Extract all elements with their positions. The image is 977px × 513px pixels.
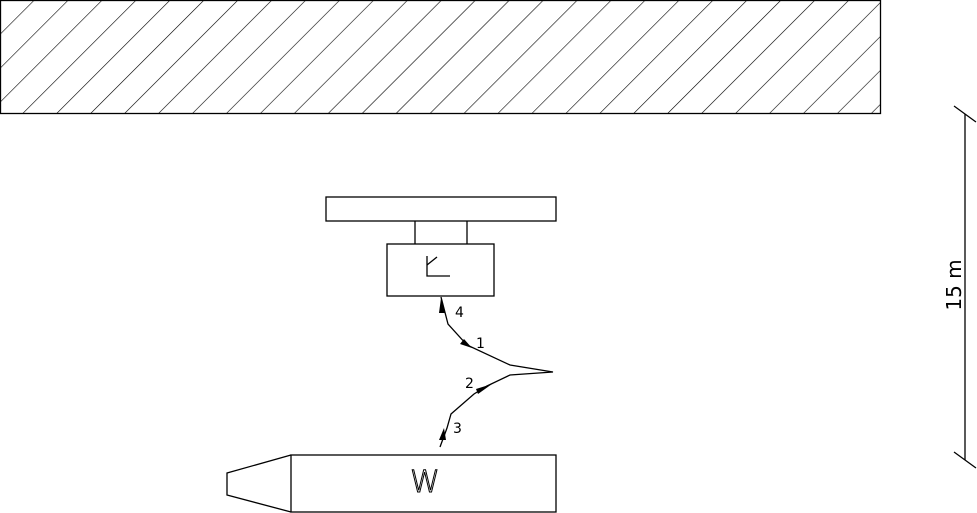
scale-label: 15 m: [942, 259, 966, 310]
vessel-hull: [290, 454, 557, 513]
maneuver-path: [439, 296, 554, 448]
path-label-4: 4: [455, 305, 464, 321]
arrow-icon-2: [476, 384, 492, 394]
path-label-3: 3: [453, 421, 462, 437]
arrow-icon-3: [439, 428, 446, 440]
arrow-icon-4: [439, 298, 445, 313]
berth-symbol: [426, 256, 438, 266]
path-label-2: 2: [465, 376, 474, 392]
target-berth-box: [386, 243, 495, 297]
vessel-bow: [226, 454, 292, 513]
hatched-quay-wall: [0, 0, 882, 115]
berth-structure: [325, 196, 557, 297]
scale-dimension: 15 m: [942, 105, 977, 469]
path-label-1: 1: [476, 336, 485, 352]
dimension-tick-bottom: [953, 451, 977, 469]
vessel: W: [226, 454, 557, 513]
berth-symbol-corner: [426, 256, 450, 277]
pier-bar: [325, 196, 557, 222]
vessel-label: W: [410, 465, 440, 500]
arrow-icon-1: [460, 339, 472, 348]
dimension-tick-top: [953, 105, 977, 123]
